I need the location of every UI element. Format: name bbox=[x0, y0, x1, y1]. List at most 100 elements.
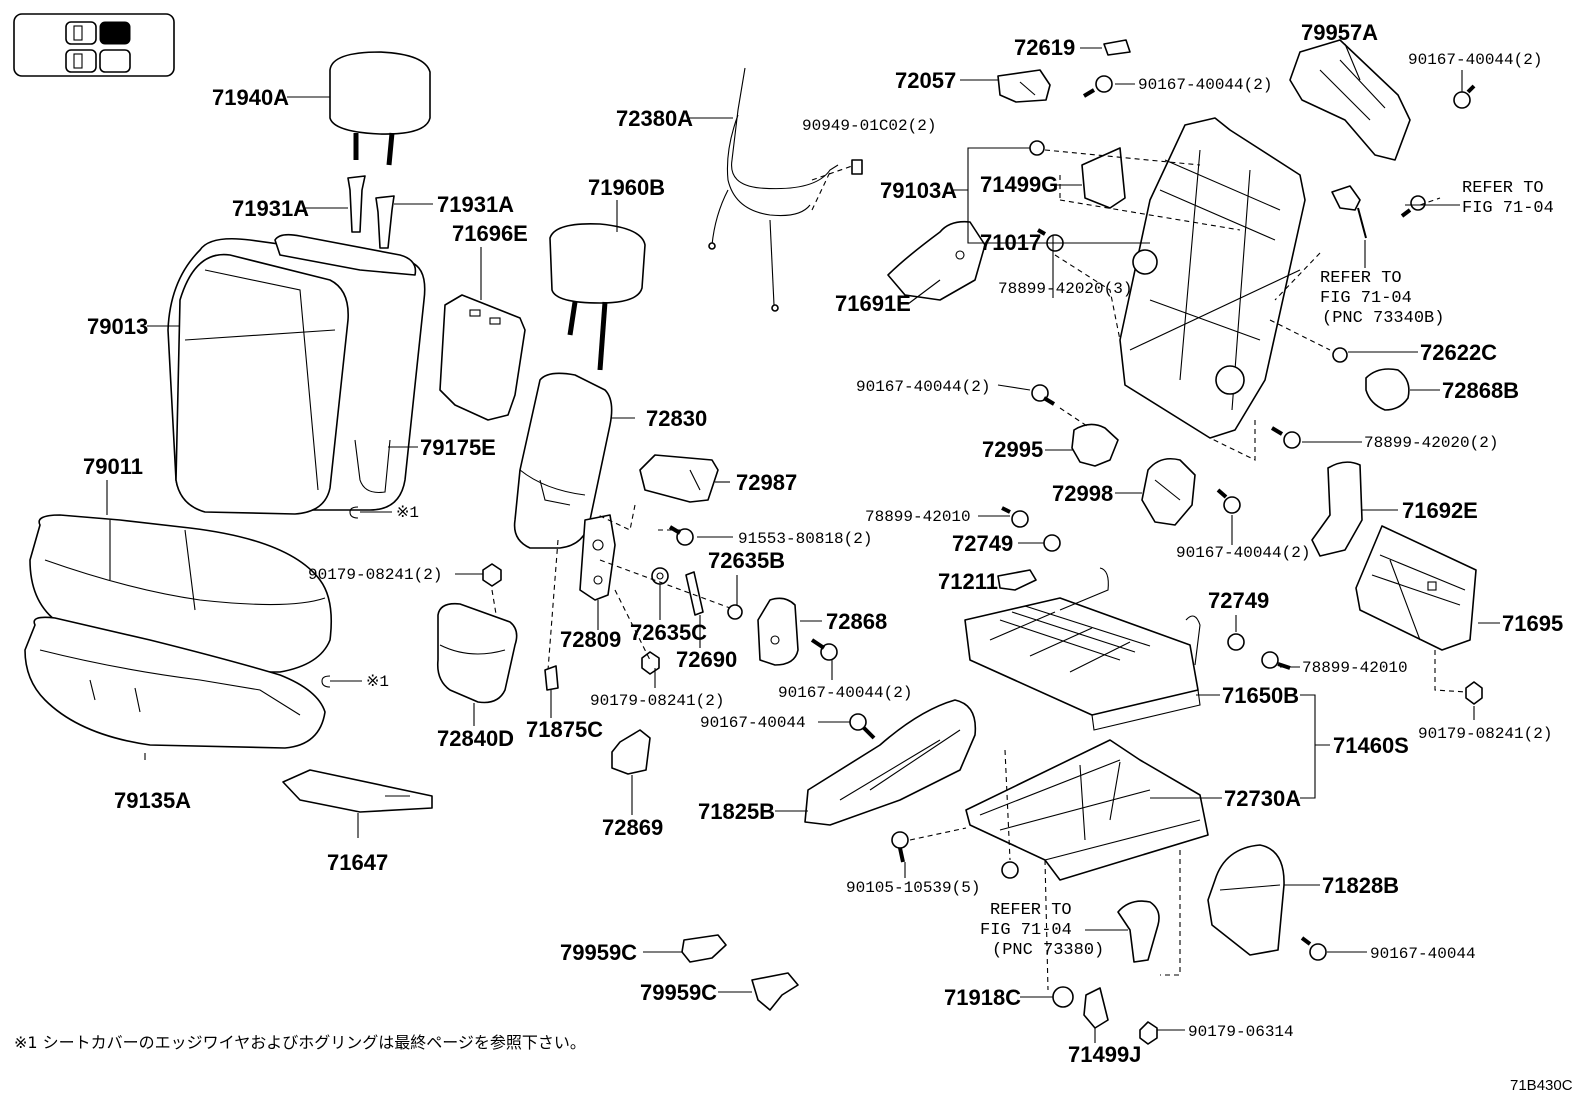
cover-71828B-drawing bbox=[1207, 844, 1285, 956]
label-71695: 71695 bbox=[1502, 611, 1563, 636]
label-72998: 72998 bbox=[1052, 481, 1113, 506]
bolt-refer-fig-icon bbox=[1400, 195, 1426, 218]
cover-71692E-drawing bbox=[1311, 461, 1363, 557]
label-72840D: 72840D bbox=[437, 726, 514, 751]
marker-note-lower: ※1 bbox=[366, 673, 389, 691]
label-72635C: 72635C bbox=[630, 620, 707, 645]
marker-note-upper: ※1 bbox=[396, 504, 419, 522]
bolt-78899-42010-upper-icon bbox=[1001, 506, 1029, 528]
label-72690: 72690 bbox=[676, 647, 737, 672]
bolt-90167-left-icon bbox=[1031, 384, 1056, 406]
nut-90179-mid-icon bbox=[641, 651, 660, 675]
label-71650B: 71650B bbox=[1222, 683, 1299, 708]
label-71918C: 71918C bbox=[944, 985, 1021, 1010]
bolt-90167-single-icon bbox=[849, 713, 876, 740]
headrest-71940A-drawing bbox=[329, 51, 431, 166]
label-72057: 72057 bbox=[895, 68, 956, 93]
washer-72749-lower-icon bbox=[1227, 633, 1245, 651]
strip-72690-drawing bbox=[685, 571, 704, 616]
clip-79959C-upper-drawing bbox=[681, 934, 727, 963]
bolt-90167-top-icon bbox=[1082, 75, 1113, 98]
bolt-90167-bottomright-icon bbox=[1300, 936, 1327, 961]
label-72868B: 72868B bbox=[1442, 378, 1519, 403]
hog-ring-marker-lower-icon bbox=[321, 675, 331, 688]
board-71695-drawing bbox=[1355, 525, 1477, 651]
label-71825B: 71825B bbox=[698, 799, 775, 824]
label-79175E: 79175E bbox=[420, 435, 496, 460]
cover-72869-drawing bbox=[611, 729, 651, 775]
label-90179-08241-right: 90179-08241(2) bbox=[1418, 725, 1552, 743]
bolt-90105-lower-icon bbox=[1001, 861, 1019, 879]
clip-71875C-drawing bbox=[544, 665, 559, 691]
label-90167-40044-left: 90167-40044(2) bbox=[856, 378, 990, 396]
label-71931A-right: 71931A bbox=[437, 192, 514, 217]
mat-71696E-drawing bbox=[439, 294, 526, 421]
side-cover-71825B-drawing bbox=[804, 699, 977, 826]
cover-72840D-drawing bbox=[436, 602, 518, 704]
clip-79959C-lower-drawing bbox=[751, 972, 799, 1011]
seatback-frame-71017-drawing bbox=[1119, 117, 1306, 439]
label-72830: 72830 bbox=[646, 406, 707, 431]
label-71691E: 71691E bbox=[835, 291, 911, 316]
cap-72868B-drawing bbox=[1365, 368, 1410, 411]
hog-ring-marker-upper-icon bbox=[349, 506, 359, 519]
label-72380A: 72380A bbox=[616, 106, 693, 131]
label-90179-08241-mid: 90179-08241(2) bbox=[590, 692, 724, 710]
label-90167-40044-right: 90167-40044(2) bbox=[1176, 544, 1310, 562]
label-71499G: 71499G bbox=[980, 172, 1058, 197]
cover-71499J-drawing bbox=[1083, 987, 1109, 1029]
bolt-90167-topright-icon bbox=[1453, 84, 1476, 109]
cushion-pad-79135A-drawing bbox=[24, 616, 326, 749]
headrest-guide-right-drawing bbox=[375, 195, 395, 249]
bracket-72809-drawing bbox=[579, 514, 616, 601]
label-90179-08241-left: 90179-08241(2) bbox=[308, 566, 442, 584]
label-71696E: 71696E bbox=[452, 221, 528, 246]
refer-right-line2: FIG 71-04 bbox=[1462, 199, 1554, 218]
label-71960B: 71960B bbox=[588, 175, 665, 200]
label-90179-06314: 90179-06314 bbox=[1188, 1023, 1294, 1041]
seatback-side-72830-drawing bbox=[513, 372, 613, 549]
washer-72749-upper-icon bbox=[1043, 534, 1061, 552]
bolt-78899-42020-2-icon bbox=[1270, 426, 1301, 449]
label-91553-80818: 91553-80818(2) bbox=[738, 530, 872, 548]
label-71875C: 71875C bbox=[526, 717, 603, 742]
footnote: ※1 シートカバーのエッジワイヤおよびホグリングは最終ページを参照下さい。 bbox=[14, 1033, 586, 1052]
label-90167-40044-mid: 90167-40044(2) bbox=[778, 684, 912, 702]
label-72749-upper: 72749 bbox=[952, 531, 1013, 556]
pad-71647-drawing bbox=[282, 769, 433, 813]
label-72619: 72619 bbox=[1014, 35, 1075, 60]
cover-72987-drawing bbox=[639, 454, 719, 503]
nut-90179-right-icon bbox=[1465, 681, 1483, 705]
refer-bottom-line3: (PNC 73380) bbox=[992, 941, 1104, 960]
clip-71211-drawing bbox=[997, 569, 1037, 591]
bolt-90167-right-icon bbox=[1216, 488, 1241, 514]
label-71499J: 71499J bbox=[1068, 1042, 1141, 1067]
label-90105-10539: 90105-10539(5) bbox=[846, 879, 980, 897]
label-71828B: 71828B bbox=[1322, 873, 1399, 898]
refer-right-line1: REFER TO bbox=[1462, 179, 1544, 198]
label-71017: 71017 bbox=[980, 230, 1041, 255]
refer-mid-line3: (PNC 73340B) bbox=[1322, 309, 1444, 328]
seat-position-legend-icon bbox=[13, 13, 175, 77]
bolt-78899-42010-lower-icon bbox=[1261, 651, 1291, 670]
label-79959C-lower: 79959C bbox=[640, 980, 717, 1005]
lever-refer-fig-icon bbox=[1331, 185, 1367, 239]
label-79013: 79013 bbox=[87, 314, 148, 339]
label-90167-40044-single: 90167-40044 bbox=[700, 714, 806, 732]
label-78899-42010-lower: 78899-42010 bbox=[1302, 659, 1408, 677]
refer-bottom-line2: FIG 71-04 bbox=[980, 921, 1072, 940]
label-79959C-upper: 79959C bbox=[560, 940, 637, 965]
label-71940A: 71940A bbox=[212, 85, 289, 110]
nut-90179-06314-icon bbox=[1139, 1021, 1158, 1045]
figure-code: 71B430C bbox=[1510, 1077, 1573, 1094]
label-71211: 71211 bbox=[938, 569, 998, 594]
refer-mid-line1: REFER TO bbox=[1320, 269, 1402, 288]
headrest-71960B-drawing bbox=[549, 222, 646, 371]
nut-72622C-icon bbox=[1332, 347, 1348, 363]
headrest-guide-left-drawing bbox=[347, 175, 366, 233]
bracket-71499G-drawing bbox=[1081, 147, 1126, 209]
nut-79103A-icon bbox=[1029, 140, 1045, 156]
label-90167-40044-top: 90167-40044(2) bbox=[1138, 76, 1272, 94]
label-79103A: 79103A bbox=[880, 178, 957, 203]
